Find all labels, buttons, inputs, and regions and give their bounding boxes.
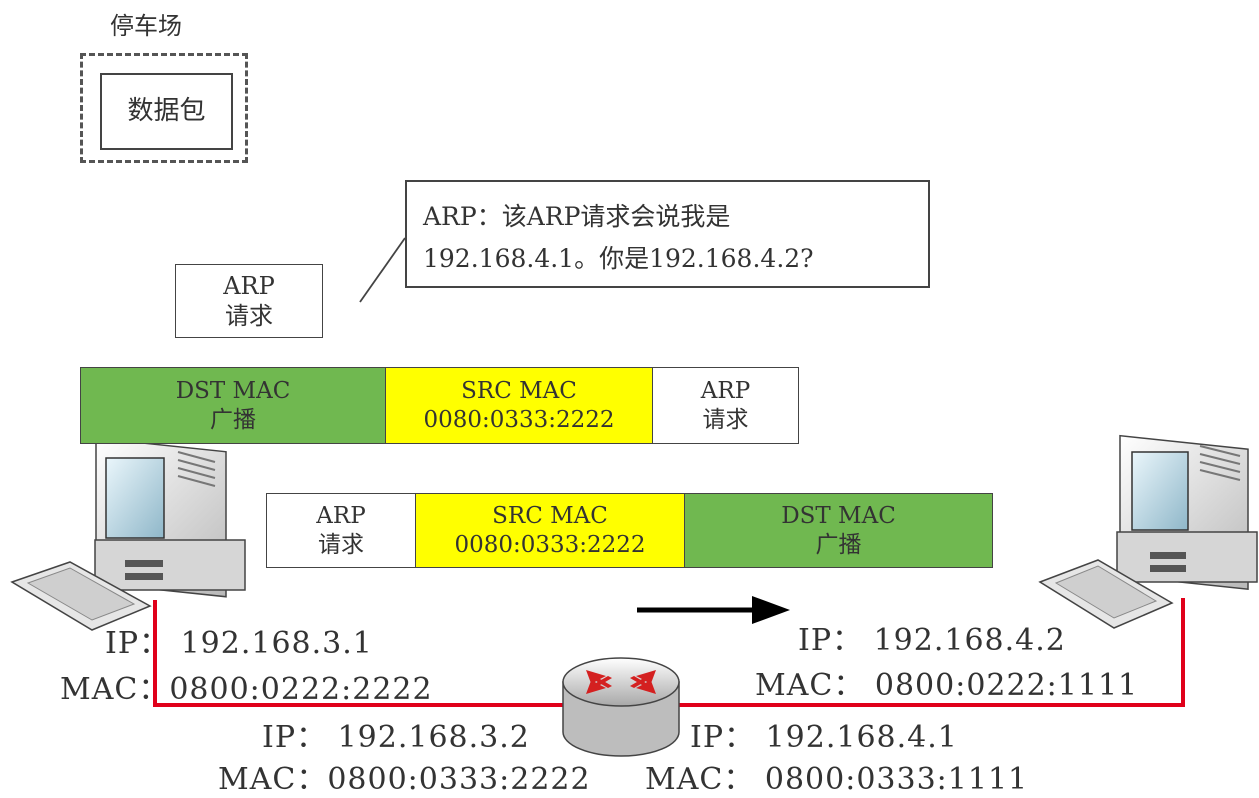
frame-top-arp-line2: 请求 bbox=[702, 406, 749, 433]
link-left bbox=[153, 600, 565, 707]
frame-bottom-dst-line2: 广播 bbox=[815, 531, 862, 558]
callout-line2: 192.168.4.1。你是192.168.4.2? bbox=[423, 244, 814, 273]
frame-bottom-dst-mac: DST MAC 广播 bbox=[684, 493, 993, 568]
computer-right-icon bbox=[1038, 434, 1258, 629]
frame-top-src-mac: SRC MAC 0080:0333:2222 bbox=[385, 367, 653, 444]
frame-top-src-line2: 0080:0333:2222 bbox=[423, 406, 615, 433]
host-right-mac: MAC： 0800:0222:1111 bbox=[755, 668, 1139, 703]
router-left-ip: IP： 192.168.3.2 bbox=[262, 720, 530, 755]
parking-area bbox=[80, 53, 248, 163]
arp-label-line1: ARP bbox=[223, 272, 275, 300]
callout-pointer bbox=[359, 237, 406, 303]
frame-bottom-src-mac: SRC MAC 0080:0333:2222 bbox=[415, 493, 685, 568]
frame-bottom-arp-line1: ARP bbox=[316, 502, 366, 529]
arp-label-line2: 请求 bbox=[225, 302, 273, 330]
computer-left-icon bbox=[10, 437, 246, 631]
frame-top-arp: ARP 请求 bbox=[652, 367, 799, 444]
frame-top-dst-mac: DST MAC 广播 bbox=[80, 367, 386, 444]
parking-title: 停车场 bbox=[110, 12, 182, 40]
frame-top-src-line1: SRC MAC bbox=[461, 377, 577, 404]
arp-request-label: ARP 请求 bbox=[175, 264, 323, 338]
direction-arrow-icon bbox=[637, 596, 790, 624]
router-right-mac: MAC： 0800:0333:1111 bbox=[645, 762, 1029, 797]
host-right-ip: IP： 192.168.4.2 bbox=[798, 623, 1066, 658]
packet-label: 数据包 bbox=[127, 96, 206, 127]
router-icon bbox=[562, 657, 680, 757]
callout-box: ARP：该ARP请求会说我是 192.168.4.1。你是192.168.4.2… bbox=[405, 180, 930, 288]
frame-bottom-src-line1: SRC MAC bbox=[492, 502, 608, 529]
router-left-mac: MAC：0800:0333:2222 bbox=[218, 762, 591, 797]
frame-top-dst-line1: DST MAC bbox=[175, 377, 291, 404]
frame-top-arp-line1: ARP bbox=[700, 377, 751, 404]
packet-box: 数据包 bbox=[100, 73, 233, 150]
frame-bottom-arp: ARP 请求 bbox=[266, 493, 416, 568]
frame-bottom-src-line2: 0080:0333:2222 bbox=[454, 531, 646, 558]
frame-bottom-dst-line1: DST MAC bbox=[781, 502, 896, 529]
host-left-ip: IP： 192.168.3.1 bbox=[105, 626, 373, 661]
callout-line1: ARP：该ARP请求会说我是 bbox=[423, 202, 731, 231]
frame-bottom-arp-line2: 请求 bbox=[318, 531, 364, 558]
frame-top-dst-line2: 广播 bbox=[210, 406, 256, 433]
router-right-ip: IP： 192.168.4.1 bbox=[690, 720, 958, 755]
host-left-mac: MAC：0800:0222:2222 bbox=[60, 672, 433, 707]
link-right bbox=[678, 598, 1185, 707]
